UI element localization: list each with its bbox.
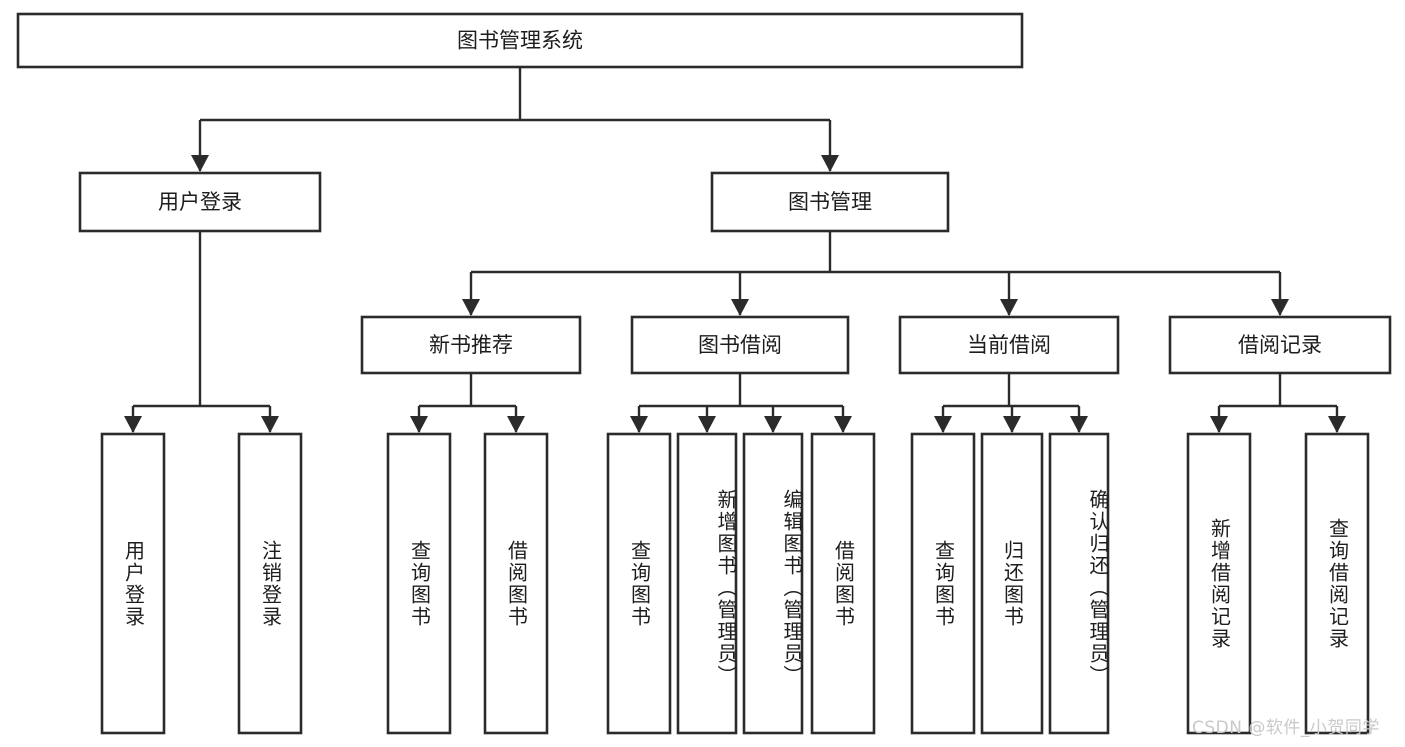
arrow-head-icon — [731, 299, 749, 316]
arrow-head-icon — [1210, 416, 1228, 433]
node-box-root[interactable] — [16, 12, 1024, 69]
arrow-head-icon — [764, 416, 782, 433]
arrow-head-icon — [124, 416, 142, 433]
node-box-book-manage[interactable] — [710, 171, 950, 233]
node-box-leaf-borrow-book-2[interactable] — [810, 432, 876, 735]
node-box-leaf-borrow-book-1[interactable] — [483, 432, 549, 735]
node-box-leaf-query-book-1[interactable] — [386, 432, 452, 735]
arrow-head-icon — [1000, 299, 1018, 316]
arrow-head-icon — [191, 155, 209, 172]
arrow-head-icon — [410, 416, 428, 433]
node-box-leaf-user-logout[interactable] — [237, 432, 303, 735]
arrow-head-icon — [1003, 416, 1021, 433]
node-label-book-manage: 图书管理 — [788, 190, 872, 214]
node-label-borrow-record: 借阅记录 — [1238, 333, 1322, 357]
csdn-watermark: CSDN @软件_小贺同学 — [1192, 718, 1380, 738]
node-box-new-book-recommend[interactable] — [360, 315, 582, 375]
node-box-current-borrow[interactable] — [898, 315, 1120, 375]
arrow-head-icon — [1328, 416, 1346, 433]
node-label-user-login: 用户登录 — [158, 190, 242, 214]
node-box-leaf-confirm-return[interactable] — [1048, 432, 1110, 735]
node-label-root: 图书管理系统 — [457, 29, 583, 53]
node-box-borrow-record[interactable] — [1168, 315, 1392, 375]
arrow-head-icon — [507, 416, 525, 433]
arrow-head-icon — [934, 416, 952, 433]
node-box-leaf-edit-book[interactable] — [742, 432, 804, 735]
node-label-current-borrow: 当前借阅 — [967, 333, 1051, 357]
node-box-leaf-query-record[interactable] — [1304, 432, 1370, 735]
node-box-leaf-add-book[interactable] — [676, 432, 738, 735]
arrow-head-icon — [462, 299, 480, 316]
node-box-leaf-user-login[interactable] — [100, 432, 166, 735]
arrow-head-icon — [821, 155, 839, 172]
connector-layer — [124, 67, 1346, 433]
node-box-leaf-return-book[interactable] — [980, 432, 1044, 735]
arrow-head-icon — [698, 416, 716, 433]
node-box-layer — [16, 12, 1392, 735]
arrow-head-icon — [1271, 299, 1289, 316]
arrow-head-icon — [834, 416, 852, 433]
arrow-head-icon — [261, 416, 279, 433]
node-box-leaf-add-record[interactable] — [1186, 432, 1252, 735]
node-box-user-login[interactable] — [78, 171, 322, 233]
node-box-book-borrow[interactable] — [630, 315, 850, 375]
node-box-leaf-query-book-2[interactable] — [606, 432, 672, 735]
node-box-leaf-query-book-3[interactable] — [910, 432, 976, 735]
arrow-head-icon — [630, 416, 648, 433]
arrow-head-icon — [1070, 416, 1088, 433]
node-label-new-book-recommend: 新书推荐 — [429, 333, 513, 357]
node-label-book-borrow: 图书借阅 — [698, 333, 782, 357]
